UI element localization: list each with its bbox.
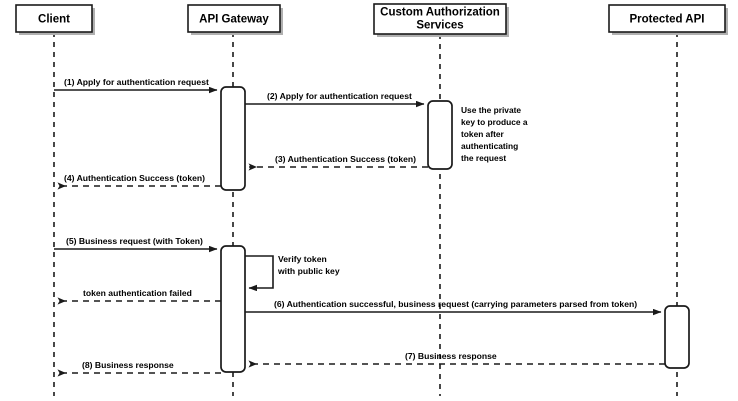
lifeline-title-protected-api: Protected API [630, 14, 705, 26]
message-2-label: (2) Apply for authentication request [267, 91, 412, 101]
note-private-key: Use the private key to produce a token a… [461, 105, 528, 163]
message-6[interactable]: (6) Authentication successful, business … [245, 299, 662, 316]
lifeline-header-protected-api[interactable]: Protected API [608, 4, 728, 35]
note-private-key-line-5: the request [461, 153, 506, 163]
lifeline-header-client[interactable]: Client [15, 4, 95, 35]
activation-bar-api-gateway-auth [220, 86, 246, 191]
message-5[interactable]: (5) Business request (with Token) [54, 236, 218, 253]
activation-bar-auth-service [427, 100, 453, 170]
note-private-key-line-4: authenticating [461, 141, 518, 151]
lifeline-title-client: Client [38, 14, 70, 26]
message-3-label: (3) Authentication Success (token) [275, 154, 416, 164]
message-8[interactable]: (8) Business response [57, 360, 221, 377]
lifeline-title-api-gateway: API Gateway [199, 14, 269, 26]
lifeline-title-custom-authorization-services-line1: Custom Authorization [380, 7, 500, 19]
activation-bar-protected-api [664, 305, 690, 369]
message-4[interactable]: (4) Authentication Success (token) [57, 173, 221, 190]
message-6-label: (6) Authentication successful, business … [274, 299, 637, 309]
lifeline-header-custom-authorization-services[interactable]: Custom Authorization Services [373, 3, 509, 37]
message-4-label: (4) Authentication Success (token) [64, 173, 205, 183]
message-3[interactable]: (3) Authentication Success (token) [248, 154, 428, 171]
message-self-verify-token[interactable]: Verify token with public key [245, 254, 340, 292]
message-7-label: (7) Business response [405, 351, 497, 361]
message-self-verify-token-label-line2: with public key [277, 266, 340, 276]
note-private-key-line-2: key to produce a [461, 117, 528, 127]
message-8-label: (8) Business response [82, 360, 174, 370]
message-2[interactable]: (2) Apply for authentication request [245, 91, 425, 108]
message-self-verify-token-label-line1: Verify token [278, 254, 327, 264]
lifeline-header-api-gateway[interactable]: API Gateway [187, 4, 283, 35]
activation-bar-api-gateway-business [220, 245, 246, 373]
note-private-key-line-1: Use the private [461, 105, 521, 115]
message-7[interactable]: (7) Business response [248, 351, 665, 368]
message-1-label: (1) Apply for authentication request [64, 77, 209, 87]
message-token-authentication-failed[interactable]: token authentication failed [57, 288, 221, 305]
lifeline-title-custom-authorization-services-line2: Services [416, 20, 463, 32]
message-token-authentication-failed-label: token authentication failed [83, 288, 192, 298]
note-private-key-line-3: token after [461, 129, 505, 139]
message-1[interactable]: (1) Apply for authentication request [54, 77, 218, 94]
message-5-label: (5) Business request (with Token) [66, 236, 203, 246]
